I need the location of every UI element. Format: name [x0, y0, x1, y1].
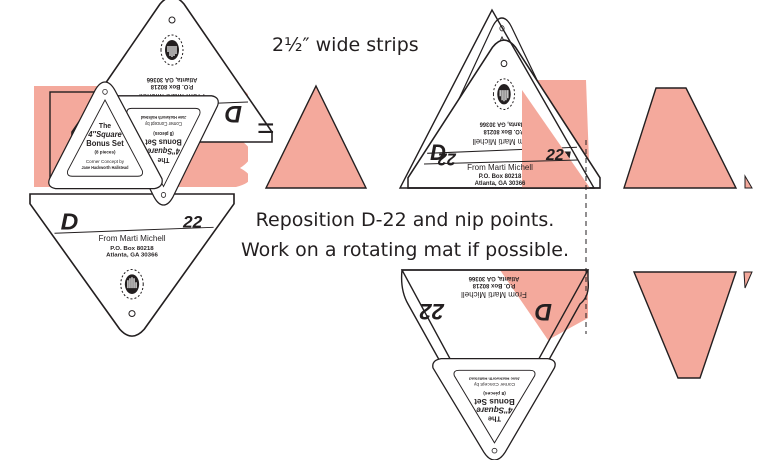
left-assembly	[29, 0, 273, 337]
addr2-right-top: Atlanta, GA 30366	[475, 181, 526, 187]
addr1-right-bottom: P.O. Box 80218	[472, 282, 515, 288]
brand-right-bottom: From Marti Michell	[461, 290, 527, 299]
right-bottom-assembly: 22 D From Marti Michell P.O. Box 80218 A…	[400, 268, 590, 460]
number-right-bottom: 22	[419, 299, 445, 324]
nip-chip-bottom	[743, 271, 753, 289]
right-top-assembly: D 22 From Marti Michell P.O. Box 80218 A…	[398, 8, 601, 262]
nip-chip-top	[744, 174, 753, 189]
instruction-line-1: Reposition D-22 and nip points.	[255, 209, 555, 231]
addr1-right-top: P.O. Box 80218	[479, 174, 522, 180]
cut-triangle-piece	[264, 84, 368, 189]
trimmed-triangle-top	[623, 87, 738, 189]
d-letter-right-top: D	[430, 140, 446, 165]
template-d22-bottom	[29, 193, 235, 337]
trimmed-triangle-bottom	[632, 271, 737, 379]
template-bonus-right-bottom	[432, 357, 556, 460]
equals-sign: =	[257, 112, 275, 145]
instructions-text: Reposition D-22 and nip points. Work on …	[220, 205, 590, 265]
instruction-line-2: Work on a rotating mat if possible.	[240, 239, 569, 261]
strip-width-label: 2½″ wide strips	[272, 34, 419, 56]
addr2-right-bottom: Atlanta, GA 30366	[468, 275, 519, 281]
number-right-top: 22	[545, 147, 564, 164]
fabric-right-bottom	[480, 270, 588, 340]
brand-right-top: From Marti Michell	[467, 163, 533, 172]
d-letter-right-bottom: D	[535, 298, 552, 325]
